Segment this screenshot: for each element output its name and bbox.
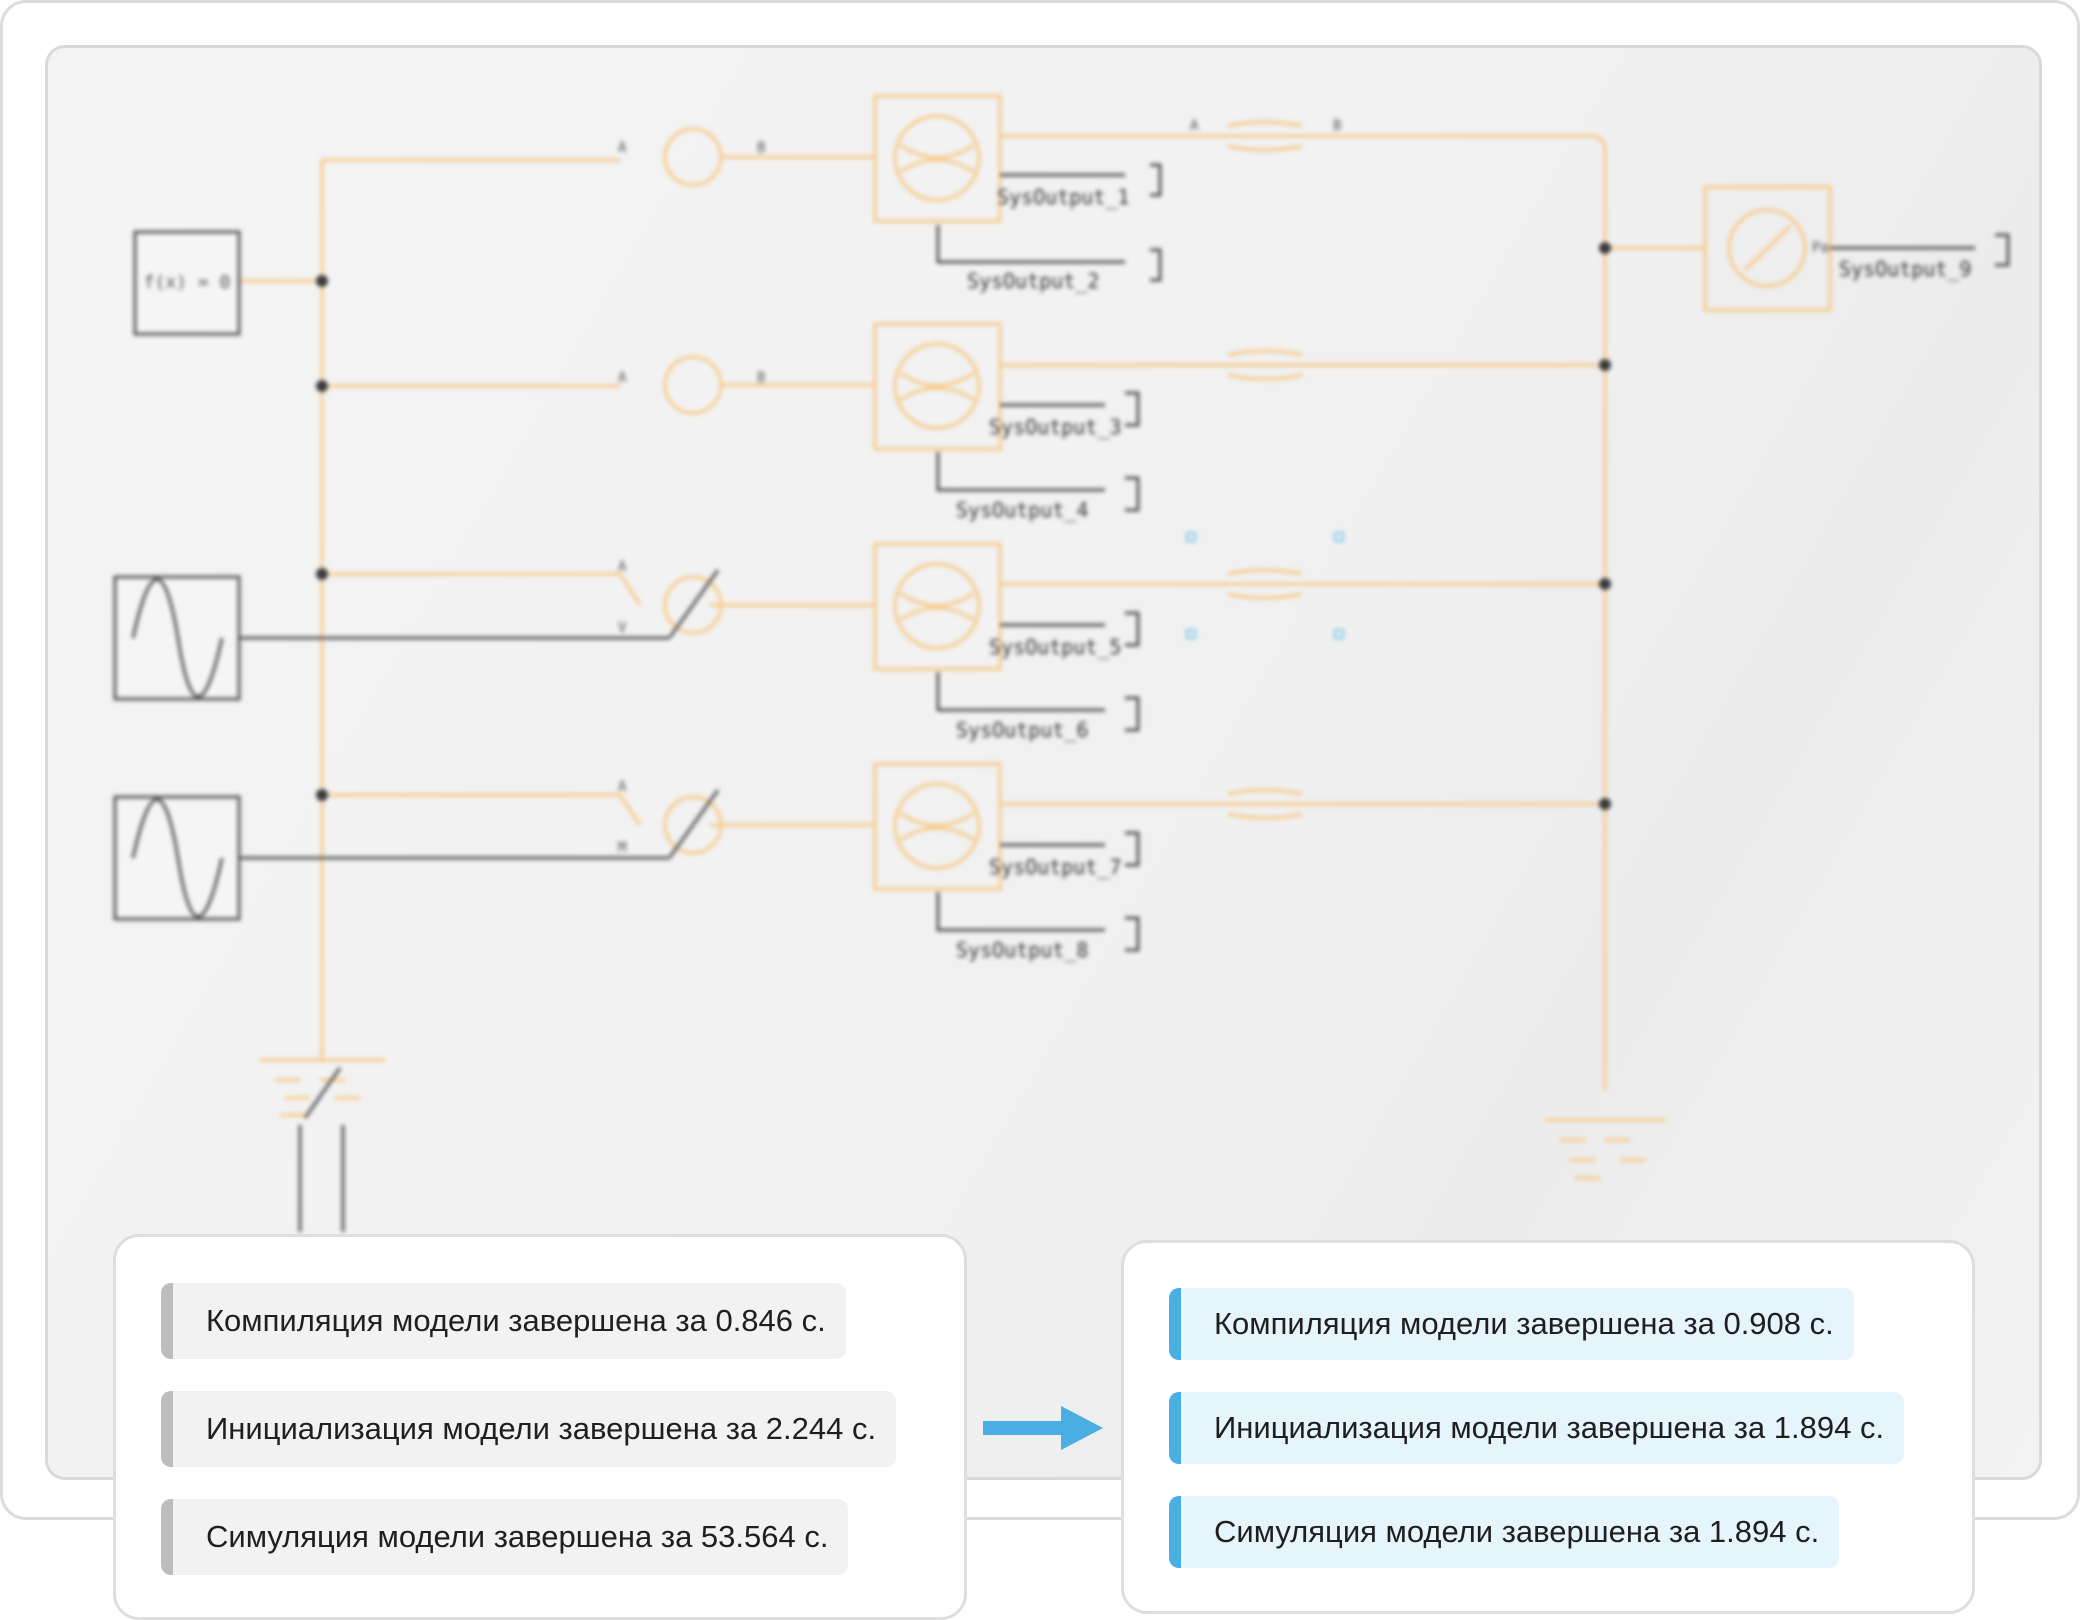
log-panel-before: Компиляция модели завершена за 0.846 с. … <box>113 1234 967 1620</box>
sysoutput-label: SysOutput_1 <box>997 185 1129 209</box>
log-panel-after: Компиляция модели завершена за 0.908 с. … <box>1121 1240 1975 1614</box>
sysoutput-label: SysOutput_6 <box>956 718 1088 742</box>
port-label: A <box>618 140 627 156</box>
port-label: V <box>618 620 627 636</box>
port-label: Pa <box>1812 240 1829 256</box>
log-sim-after: Симуляция модели завершена за 1.894 с. <box>1169 1496 1840 1568</box>
port-label: A <box>618 559 627 575</box>
sysoutput-label: SysOutput_7 <box>989 855 1121 879</box>
port-label: B <box>757 370 765 386</box>
log-sim-before: Симуляция модели завершена за 53.564 с. <box>161 1499 849 1575</box>
port-label: A <box>618 370 627 386</box>
port-label: A <box>1190 118 1199 134</box>
sysoutput-label: SysOutput_4 <box>956 498 1088 522</box>
log-compile-before: Компиляция модели завершена за 0.846 с. <box>161 1283 846 1359</box>
port-label: A <box>618 779 627 795</box>
log-compile-after: Компиляция модели завершена за 0.908 с. <box>1169 1288 1854 1360</box>
right-arrow-icon <box>983 1406 1103 1450</box>
port-label: M <box>618 840 626 856</box>
sysoutput-label: SysOutput_3 <box>989 415 1121 439</box>
port-label: B <box>1333 118 1341 134</box>
sysoutput-label: SysOutput_8 <box>956 938 1088 962</box>
sine-source-icon[interactable] <box>113 795 241 921</box>
port-label: B <box>757 140 765 156</box>
sine-source-icon[interactable] <box>113 575 241 701</box>
log-init-after: Инициализация модели завершена за 1.894 … <box>1169 1392 1905 1464</box>
sysoutput-label: SysOutput_2 <box>967 269 1099 293</box>
log-init-before: Инициализация модели завершена за 2.244 … <box>161 1391 897 1467</box>
sysoutput-label: SysOutput_5 <box>989 635 1121 659</box>
sysoutput-label: SysOutput_9 <box>1839 257 1971 281</box>
function-block-label: f(x) = 0 <box>144 272 231 293</box>
